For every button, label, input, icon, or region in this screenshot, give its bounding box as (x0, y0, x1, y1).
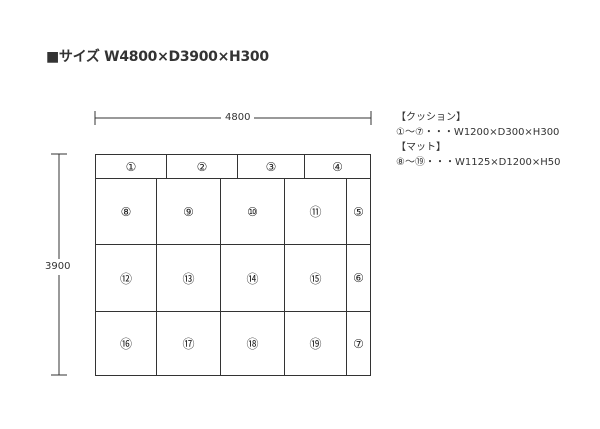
mat-9: ⑨ (156, 178, 221, 245)
mat-10: ⑩ (220, 178, 285, 245)
cushion-1: ① (95, 154, 167, 179)
mat-19: ⑲ (284, 311, 347, 376)
mat-8: ⑧ (95, 178, 157, 245)
mat-11: ⑪ (284, 178, 347, 245)
depth-dimension-label: 3900 (43, 259, 73, 275)
mat-15: ⑮ (284, 244, 347, 312)
mat-heading: 【マット】 (396, 142, 446, 153)
cushion-spec: ①～⑦・・・W1200×D300×H300 (396, 127, 560, 138)
cushion-3: ③ (237, 154, 305, 179)
spec-legend: 【クッション】 ①～⑦・・・W1200×D300×H300 【マット】 ⑧～⑲・… (396, 110, 560, 170)
mat-17: ⑰ (156, 311, 221, 376)
mat-spec: ⑧～⑲・・・W1125×D1200×H50 (396, 157, 561, 168)
mat-16: ⑯ (95, 311, 157, 376)
cushion-heading: 【クッション】 (396, 112, 466, 123)
cushion-7: ⑦ (346, 311, 371, 376)
cushion-4: ④ (304, 154, 371, 179)
page-title: ■サイズ W4800×D3900×H300 (46, 49, 269, 65)
mat-12: ⑫ (95, 244, 157, 312)
mat-18: ⑱ (220, 311, 285, 376)
cushion-6: ⑥ (346, 244, 371, 312)
mat-14: ⑭ (220, 244, 285, 312)
width-dimension-label: 4800 (221, 112, 255, 124)
mat-13: ⑬ (156, 244, 221, 312)
cushion-2: ② (166, 154, 238, 179)
cushion-5: ⑤ (346, 178, 371, 245)
